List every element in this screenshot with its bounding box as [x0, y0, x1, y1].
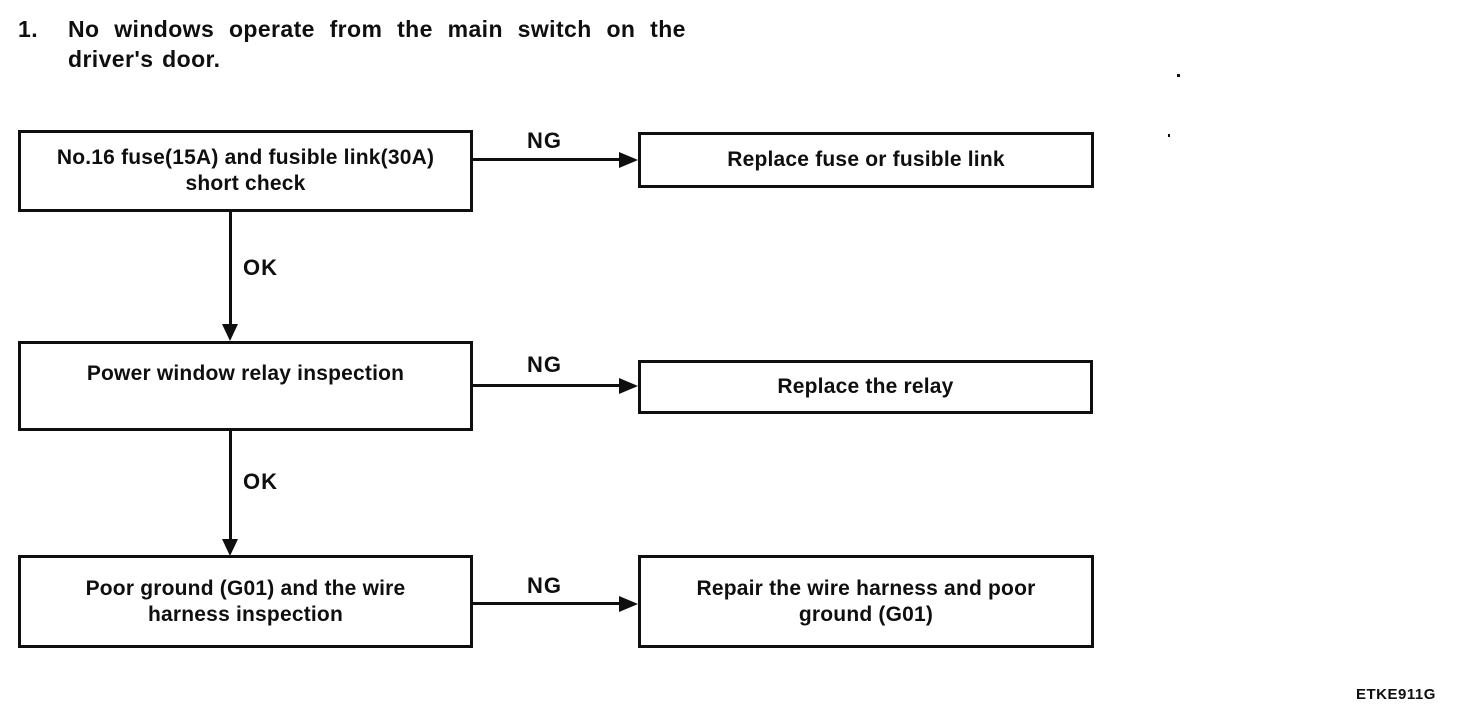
- problem-number: 1.: [18, 16, 39, 42]
- ng-arrow-3-line: [473, 602, 621, 605]
- ng-label-3: NG: [527, 573, 562, 598]
- ok-label-1: OK: [243, 255, 278, 280]
- check-box-ground-harness-inspection: Poor ground (G01) and the wire harness i…: [18, 555, 473, 648]
- ok-arrow-1-head: [222, 324, 238, 341]
- action-box-line: Replace fuse or fusible link: [727, 148, 1005, 171]
- problem-title-line1: No windows operate from the main switch …: [68, 16, 686, 42]
- action-box-line: Replace the relay: [777, 375, 954, 398]
- action-box-replace-relay: Replace the relay: [638, 360, 1093, 414]
- action-box-repair-harness-ground: Repair the wire harness and poor ground …: [638, 555, 1094, 648]
- ok-arrow-2-line: [229, 431, 232, 539]
- action-box-line: ground (G01): [798, 602, 934, 626]
- ng-arrow-1-line: [473, 158, 621, 161]
- ng-label-1: NG: [527, 128, 562, 153]
- check-box-line: Poor ground (G01) and the wire: [85, 576, 406, 600]
- scan-artifact-dot: [1168, 134, 1170, 137]
- check-box-line: Power window relay inspection: [86, 362, 405, 385]
- ng-arrow-2-line: [473, 384, 621, 387]
- check-box-fuse-short-check: No.16 fuse(15A) and fusible link(30A) sh…: [18, 130, 473, 212]
- check-box-line: No.16 fuse(15A) and fusible link(30A): [56, 146, 435, 169]
- ok-label-2: OK: [243, 469, 278, 494]
- scan-artifact-dot: [1177, 74, 1180, 77]
- problem-title-line2: driver's door.: [68, 46, 221, 72]
- ok-arrow-1-line: [229, 212, 232, 324]
- action-box-replace-fuse: Replace fuse or fusible link: [638, 132, 1094, 188]
- figure-code: ETKE911G: [1356, 686, 1436, 703]
- ng-arrow-3-head: [619, 596, 638, 612]
- check-box-line: short check: [185, 172, 306, 195]
- check-box-relay-inspection: Power window relay inspection: [18, 341, 473, 431]
- ng-label-2: NG: [527, 352, 562, 377]
- ng-arrow-1-head: [619, 152, 638, 168]
- check-box-line: harness inspection: [148, 602, 343, 626]
- action-box-line: Repair the wire harness and poor: [696, 576, 1036, 600]
- ok-arrow-2-head: [222, 539, 238, 556]
- ng-arrow-2-head: [619, 378, 638, 394]
